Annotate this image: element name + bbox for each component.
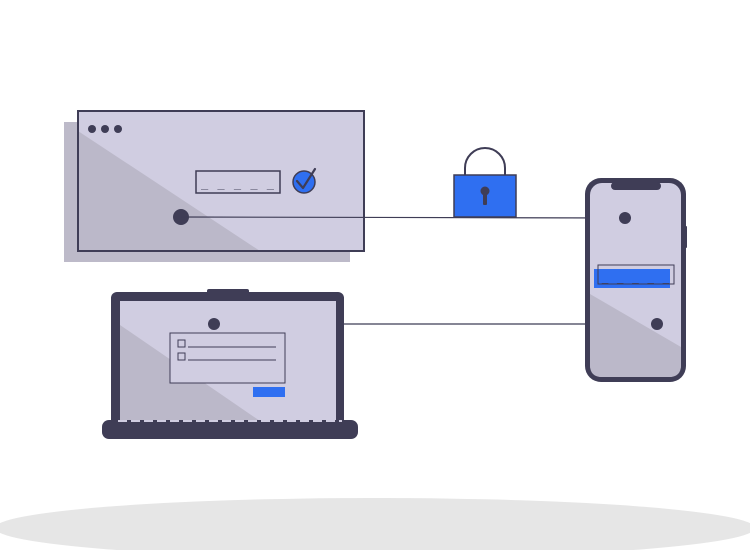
laptop-form-panel [169,332,286,384]
laptop-login-form [169,332,286,384]
padlock-shackle [464,147,506,175]
browser-password-box[interactable] [195,170,281,194]
browser-frame [77,110,365,252]
laptop-connection-node [208,318,220,330]
padlock-icon [453,147,517,218]
checkmark-circle-icon [292,167,317,194]
phone-password-highlight [594,269,670,288]
phone-notch [611,182,661,190]
checkbox-icon[interactable] [177,352,186,361]
laptop-base [102,420,358,439]
connection-line-browser-phone [180,216,626,219]
phone-password-box[interactable] [597,264,675,285]
smartphone: _ _ _ _ _ [585,178,687,382]
padlock-keyhole-slot [483,193,487,205]
laptop-submit-button[interactable] [253,387,285,397]
ground-shadow [0,498,750,550]
password-dashes-icon: _ _ _ _ _ [201,176,275,190]
phone-screen-diagonal-shade [590,294,681,377]
browser-window: _ _ _ _ _ [64,110,365,262]
padlock-keyhole [480,186,490,196]
laptop [102,289,358,439]
browser-password-field[interactable]: _ _ _ _ _ [195,170,281,194]
phone-connection-node-bottom [651,318,663,330]
checkbox-icon[interactable] [177,339,186,348]
window-control-dots-icon [88,125,122,133]
browser-panel-diagonal-shade [78,131,260,251]
password-dashes-icon: _ _ _ _ _ [602,271,671,284]
laptop-camera-bar [207,289,249,295]
phone-connection-node-top [619,212,631,224]
phone-password-field[interactable]: _ _ _ _ _ [594,264,675,288]
